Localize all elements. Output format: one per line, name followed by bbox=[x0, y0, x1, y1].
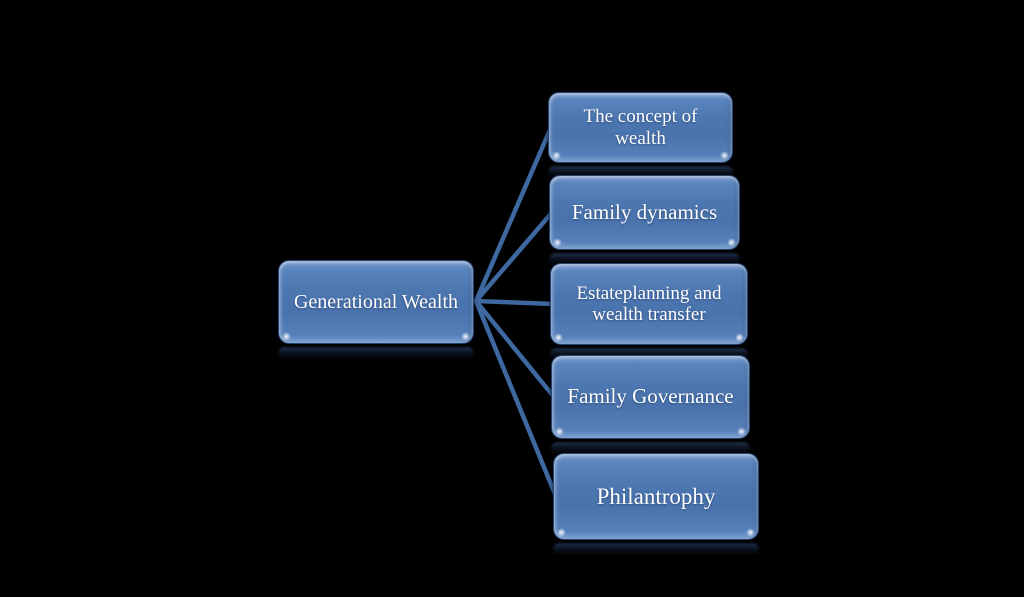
connector-line-estate-planning bbox=[473, 298, 556, 307]
node-label-generational-wealth: Generational Wealth bbox=[293, 290, 459, 313]
connector-line-family-dynamics bbox=[473, 210, 555, 304]
node-label-family-governance: Family Governance bbox=[567, 384, 734, 409]
diagram-node-generational-wealth: Generational Wealth bbox=[278, 260, 474, 344]
diagram-node-family-dynamics: Family dynamics bbox=[549, 175, 740, 250]
node-label-estate-planning: Estateplanning and wealth transfer bbox=[576, 282, 722, 325]
connector-line-concept-of-wealth bbox=[473, 125, 554, 304]
diagram-node-family-governance: Family Governance bbox=[551, 355, 750, 439]
node-label-philantrophy: Philantrophy bbox=[596, 483, 716, 509]
node-label-concept-of-wealth: The concept of wealth bbox=[583, 106, 698, 149]
diagram-node-estate-planning: Estateplanning and wealth transfer bbox=[550, 263, 748, 345]
diagram-node-philantrophy: Philantrophy bbox=[553, 453, 759, 540]
node-label-family-dynamics: Family dynamics bbox=[571, 199, 718, 224]
diagram-node-concept-of-wealth: The concept of wealth bbox=[548, 92, 733, 163]
connector-line-philantrophy bbox=[473, 298, 559, 499]
connector-line-family-governance bbox=[473, 298, 557, 400]
